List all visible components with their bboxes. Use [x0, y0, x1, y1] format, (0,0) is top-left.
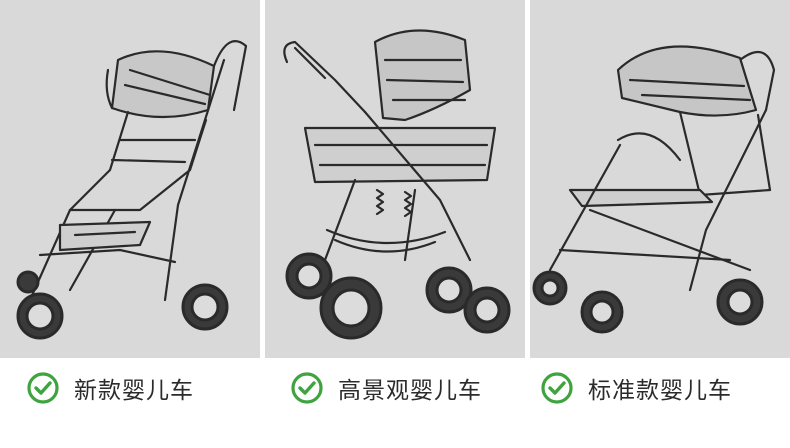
- check-circle-icon: [291, 372, 323, 404]
- caption-label: 高景观婴儿车: [338, 378, 482, 404]
- standard-stroller-sketch: [532, 45, 776, 334]
- caption-high-view-stroller: 高景观婴儿车: [290, 368, 482, 408]
- high-view-stroller-image: [265, 0, 525, 358]
- compact-stroller-image: [0, 0, 260, 358]
- compact-stroller-sketch: [16, 40, 248, 340]
- standard-stroller-image: [530, 0, 790, 358]
- check-circle-icon: [27, 372, 59, 404]
- caption-new-stroller: 新款婴儿车: [26, 368, 194, 408]
- caption-standard-stroller: 标准款婴儿车: [540, 368, 732, 408]
- check-circle-icon: [541, 372, 573, 404]
- high-view-stroller-sketch: [283, 29, 511, 340]
- caption-label: 标准款婴儿车: [588, 378, 732, 404]
- caption-label: 新款婴儿车: [74, 378, 194, 404]
